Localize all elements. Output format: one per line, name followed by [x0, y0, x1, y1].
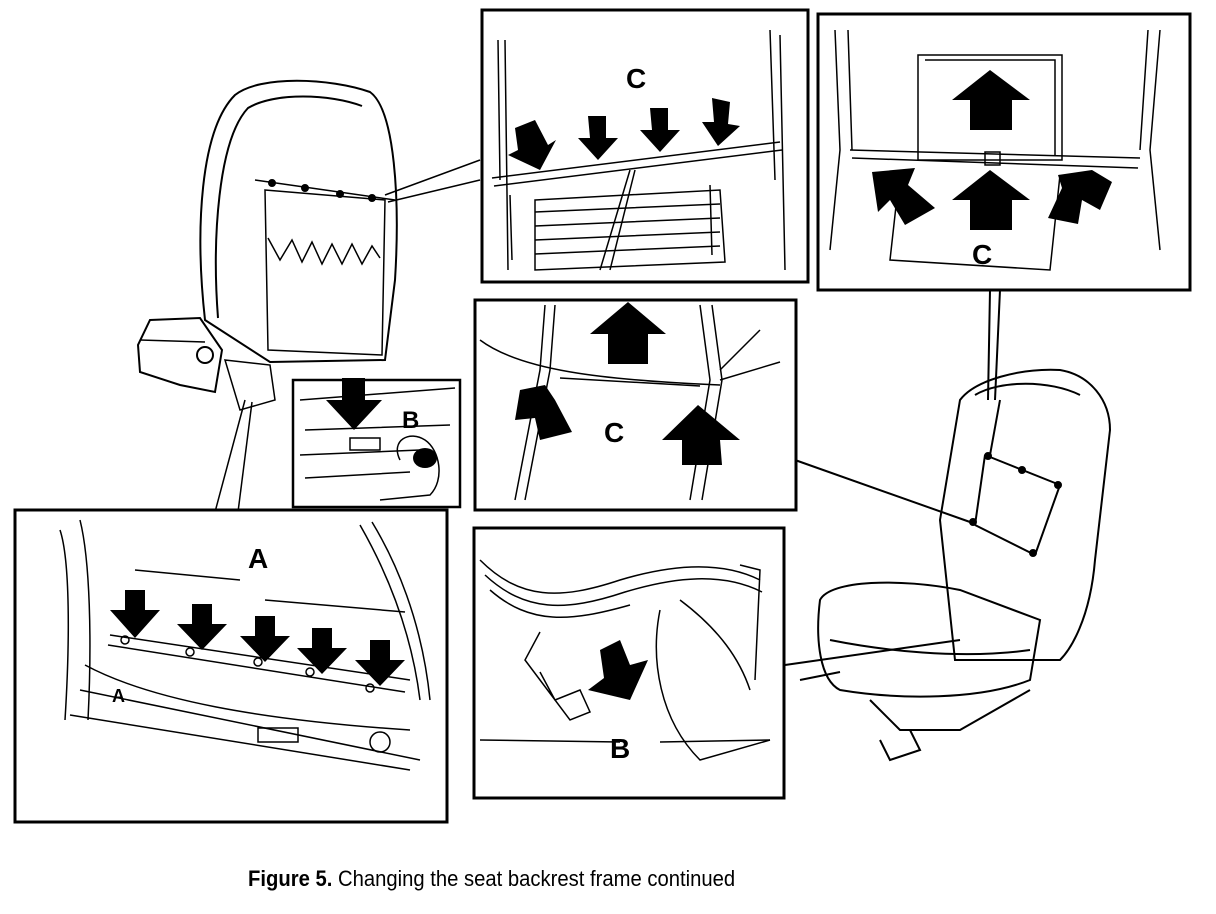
panel-c-right: C [816, 12, 1192, 292]
panel-label: C [972, 239, 992, 270]
panel-label: C [626, 63, 646, 94]
panel-label: C [604, 417, 624, 448]
left-seat-illustration [136, 79, 481, 513]
panel-b-large: B [472, 526, 786, 800]
panel-c-top: C [480, 8, 810, 284]
figure-caption: Figure 5. Changing the seat backrest fra… [248, 866, 892, 892]
panel-label: B [610, 733, 630, 764]
panel-b-small: B [291, 378, 462, 509]
panel-a: A A [13, 508, 449, 824]
panel-label: A [248, 543, 268, 574]
panel-c-middle: C [473, 298, 798, 512]
right-seat-illustration [784, 289, 1112, 762]
figure-caption-text: Changing the seat backrest frame continu… [337, 866, 736, 891]
svg-text:A: A [112, 686, 125, 706]
panel-label: B [402, 407, 419, 434]
figure-number: Figure 5. [248, 866, 333, 891]
